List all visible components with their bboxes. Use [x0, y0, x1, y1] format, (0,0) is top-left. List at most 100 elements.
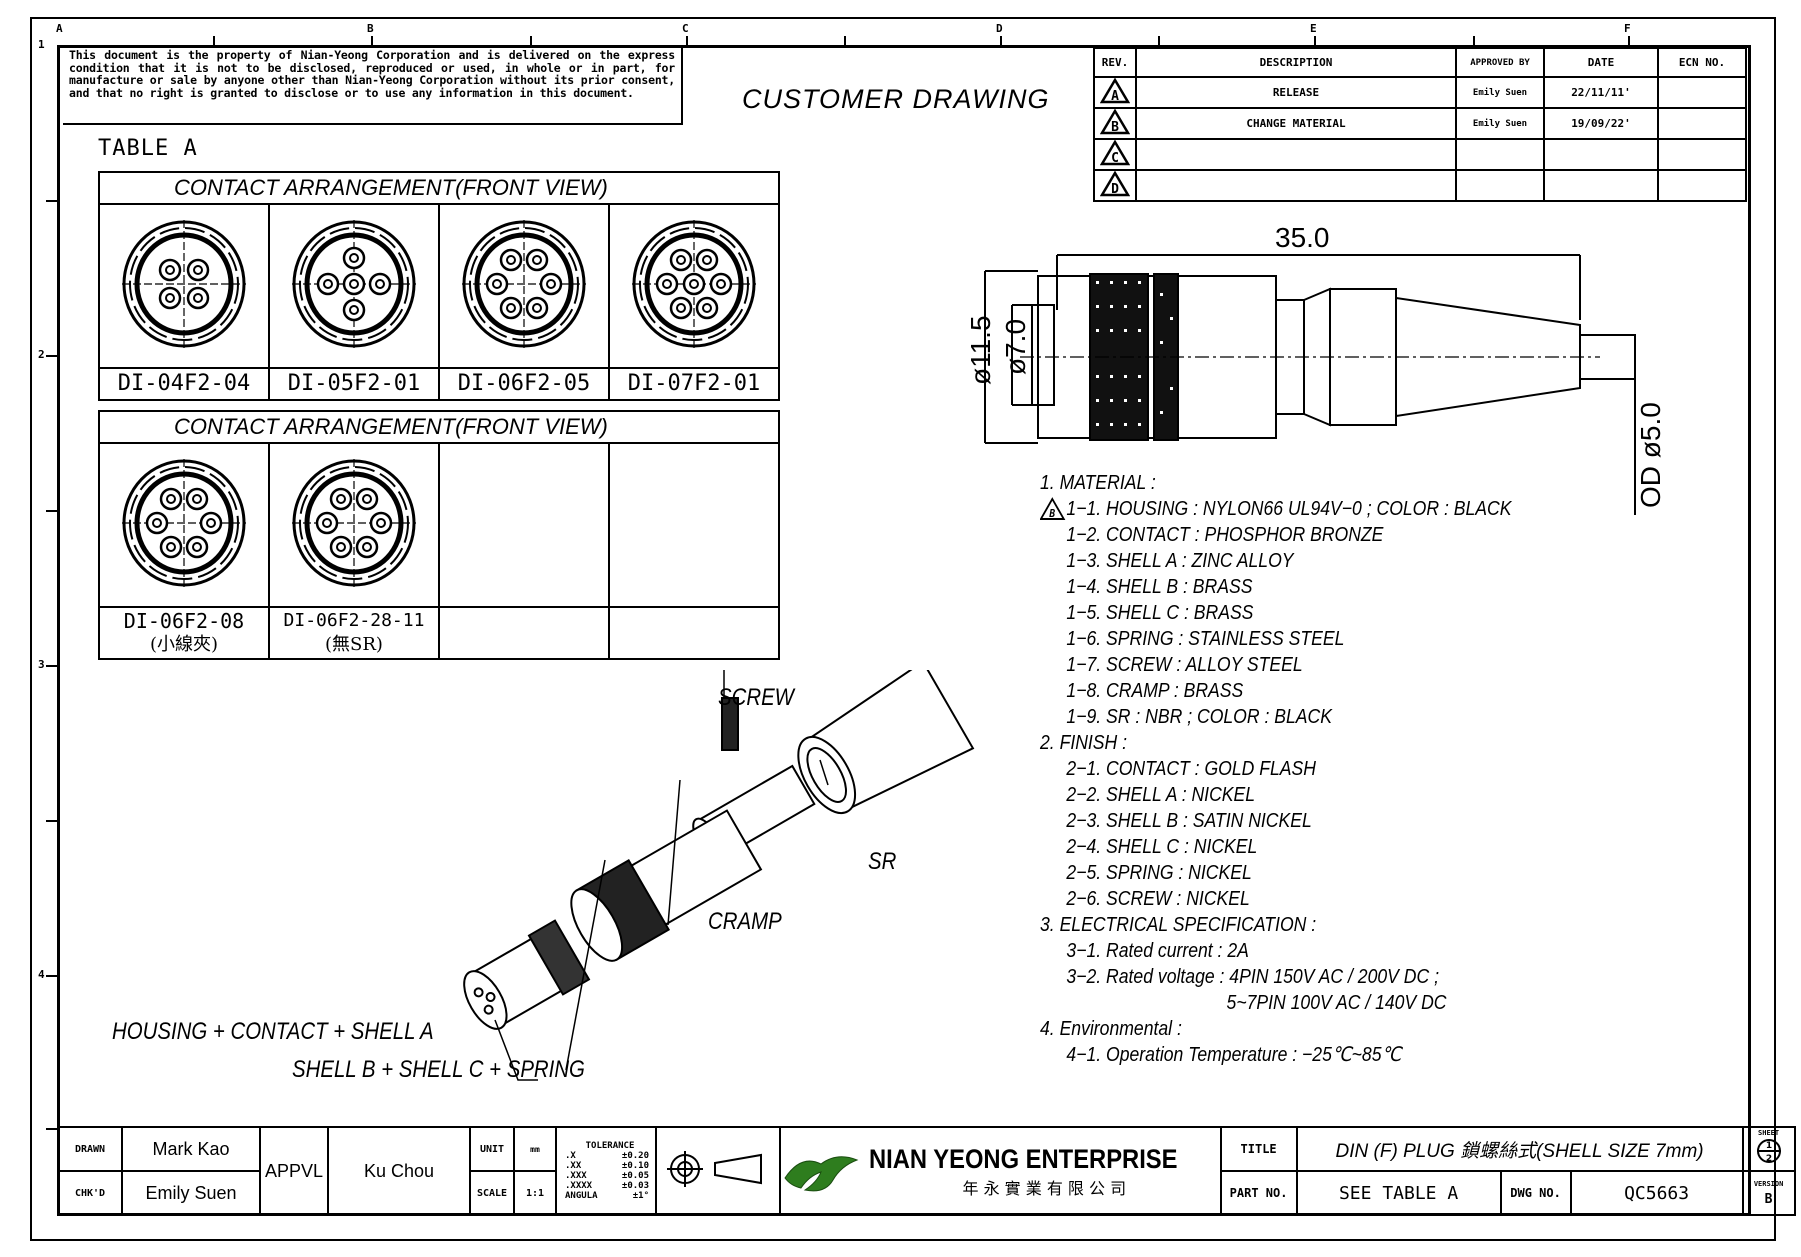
company-name-zh: 年 永 實 業 有 限 公 司	[962, 1178, 1127, 1198]
tolerance-precision: .XXXX	[565, 1181, 593, 1191]
note-section-heading: 2. FINISH :	[1040, 730, 1511, 756]
svg-text:A: A	[1111, 89, 1119, 104]
note-text: 1−1. HOUSING : NYLON66 UL94V−0 ; COLOR :…	[1066, 498, 1512, 520]
tolerance-row: .XX±0.10	[565, 1161, 655, 1171]
revision-row: D	[1093, 169, 1747, 202]
note-item: 2−3. SHELL B : SATIN NICKEL	[1040, 808, 1511, 834]
tolerance-value: ±0.20	[621, 1151, 649, 1161]
tolerance-row: .XXXX±0.03	[565, 1181, 655, 1191]
note-item: 3−1. Rated current : 2A	[1040, 938, 1511, 964]
note-text: 3−2. Rated voltage : 4PIN 150V AC / 200V…	[1066, 966, 1439, 988]
rev-ecn	[1657, 169, 1747, 202]
screw-part	[721, 697, 739, 751]
rev-triangle-icon: D	[1093, 169, 1137, 202]
tolerance-title: TOLERANCE	[585, 1141, 635, 1151]
contact-pin-hole	[336, 494, 346, 504]
scale-value: 1:1	[513, 1170, 557, 1216]
svg-text:1: 1	[1765, 1141, 1771, 1151]
contact-pin-hole	[676, 303, 686, 313]
svg-text:B: B	[1048, 507, 1055, 520]
connector-face	[98, 442, 270, 608]
callout-screw: SCREW	[718, 684, 794, 711]
contact-arrangement-heading: CONTACT ARRANGEMENT(FRONT VIEW)	[98, 171, 780, 205]
rev-date: 22/11/11'	[1543, 76, 1659, 109]
revision-b-marker-icon: B	[1040, 497, 1066, 520]
contact-pin-hole	[676, 255, 686, 265]
note-item: 1−4. SHELL B : BRASS	[1040, 574, 1511, 600]
zone-row-1: 1	[38, 38, 45, 51]
rev-ecn	[1657, 107, 1747, 140]
cable-od-dimension: OD ø5.0	[1635, 402, 1666, 508]
part-note: (小線夾)	[149, 634, 219, 655]
note-text: 1. MATERIAL :	[1040, 472, 1156, 494]
contact-arrangement-table-2: CONTACT ARRANGEMENT(FRONT VIEW) DI-06F2-…	[98, 410, 780, 660]
company-name-en: NIAN YEONG ENTERPRISE	[869, 1143, 1178, 1174]
note-text: 1−2. CONTACT : PHOSPHOR BRONZE	[1066, 524, 1384, 546]
revision-row: C	[1093, 138, 1747, 171]
note-section-heading: 1. MATERIAL :	[1040, 470, 1511, 496]
title-label: TITLE	[1219, 1126, 1298, 1172]
contact-pin-hole	[376, 518, 386, 528]
drawing-type-title: CUSTOMER DRAWING	[742, 84, 1050, 114]
approved-by-col-header: APPROVED BY	[1455, 47, 1545, 78]
checked-by: Emily Suen	[121, 1170, 261, 1216]
contact-pin-hole	[349, 253, 359, 263]
tolerance-block: TOLERANCE.X±0.20.XX±0.10.XXX±0.05.XXXX±0…	[555, 1126, 657, 1216]
exploded-assembly-view	[463, 670, 975, 1081]
note-text: 1−9. SR : NBR ; COLOR : BLACK	[1066, 706, 1332, 728]
date-col-header: DATE	[1543, 47, 1659, 78]
strain-relief	[1395, 296, 1581, 418]
note-item: 1−3. SHELL A : ZINC ALLOY	[1040, 548, 1511, 574]
part-code: DI-06F2-05	[438, 367, 610, 401]
rev-approved-by: Emily Suen	[1455, 107, 1545, 140]
part-note: (無SR)	[325, 634, 383, 655]
zone-col-f: F	[1624, 22, 1631, 35]
description-col-header: DESCRIPTION	[1135, 47, 1457, 78]
rev-triangle-icon: C	[1093, 138, 1137, 171]
connector-side-view	[984, 254, 1636, 515]
connector-face	[438, 203, 610, 369]
rev-triangle-icon: A	[1093, 76, 1137, 109]
contact-pin-hole	[349, 279, 359, 289]
shell-bc-part	[570, 809, 763, 962]
note-item: 2−5. SPRING : NICKEL	[1040, 860, 1511, 886]
inner-diameter-dimension: ø7.0	[1000, 318, 1031, 375]
contact-pin-hole	[166, 542, 176, 552]
unit-value: mm	[513, 1126, 557, 1172]
note-item: B 1−1. HOUSING : NYLON66 UL94V−0 ; COLOR …	[1040, 496, 1511, 522]
tolerance-precision: ANGULA	[565, 1191, 598, 1201]
part-no-label: PART NO.	[1219, 1170, 1298, 1216]
strain-relief-part	[797, 670, 975, 814]
tolerance-row: .X±0.20	[565, 1151, 655, 1161]
revision-row: B CHANGE MATERIAL Emily Suen 19/09/22'	[1093, 107, 1747, 140]
contact-pin-hole	[375, 279, 385, 289]
connector-face	[98, 203, 270, 369]
part-code: DI-06F2-08	[123, 609, 245, 633]
rev-approved-by	[1455, 169, 1545, 202]
svg-text:B: B	[1111, 120, 1119, 135]
housing-part	[463, 919, 591, 1030]
note-text: 2. FINISH :	[1040, 732, 1128, 754]
contact-pin-hole	[193, 293, 203, 303]
tolerance-value: ±0.10	[621, 1161, 649, 1171]
contact-pin-hole	[506, 303, 516, 313]
rev-date: 19/09/22'	[1543, 107, 1659, 140]
contact-pin-hole	[702, 255, 712, 265]
part-code: DI-06F2-28-11	[283, 610, 425, 631]
contact-pin-hole	[506, 255, 516, 265]
rev-description: CHANGE MATERIAL	[1135, 107, 1457, 140]
part-no-value: SEE TABLE A	[1295, 1170, 1502, 1216]
connector-face	[268, 442, 440, 608]
sheet-outer-border	[30, 17, 1776, 1241]
note-item: 2−1. CONTACT : GOLD FLASH	[1040, 756, 1511, 782]
contact-pin-hole	[362, 494, 372, 504]
contact-pin-hole	[192, 542, 202, 552]
approved-by: Ku Chou	[327, 1126, 471, 1216]
version-cell: VERSION B	[1741, 1170, 1796, 1216]
contact-pin-hole	[206, 518, 216, 528]
zone-col-e: E	[1310, 22, 1317, 35]
part-code-cell: DI-06F2-08(小線夾)	[98, 606, 270, 660]
contact-pin-hole	[716, 279, 726, 289]
projection-symbol	[655, 1126, 781, 1216]
